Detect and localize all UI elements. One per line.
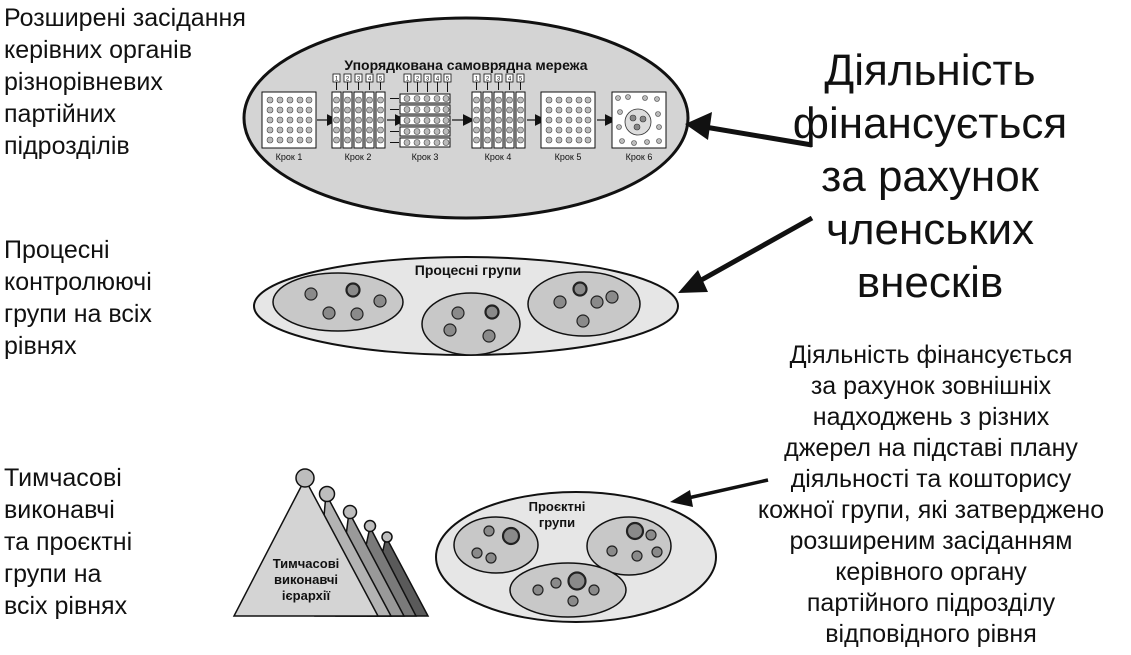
project-groups-label-line: Проєктні — [529, 499, 586, 514]
temporary-hierarchy-label-line: ієрархії — [282, 588, 331, 603]
network-title: Упорядкована самоврядна мережа — [344, 57, 587, 73]
project-group-1 — [454, 517, 538, 573]
step-3-label: Крок 3 — [412, 152, 439, 162]
arrows — [670, 112, 812, 507]
step-4-label: Крок 4 — [485, 152, 512, 162]
process-groups-label: Процесні групи — [415, 262, 521, 278]
step-1-grid — [262, 92, 316, 148]
step-6-label: Крок 6 — [626, 152, 653, 162]
arrow-to-process-groups — [696, 218, 812, 283]
project-group-3 — [510, 563, 626, 617]
step-6-grid — [612, 92, 666, 148]
step-5-grid — [541, 92, 595, 148]
step-1-label: Крок 1 — [276, 152, 303, 162]
step-2-label: Крок 2 — [345, 152, 372, 162]
temporary-hierarchy-label-line: Тимчасові — [273, 556, 340, 571]
arrow-to-top-oval — [705, 127, 812, 145]
project-groups-oval-group: Проєктні групи — [436, 492, 716, 622]
process-groups-oval-group: Процесні групи — [254, 257, 678, 355]
arrow-to-project-groups — [688, 480, 768, 498]
temporary-hierarchy-label-line: виконавчі — [274, 572, 338, 587]
process-group-2 — [422, 293, 520, 355]
project-groups-label-line: групи — [539, 515, 575, 530]
step-5-label: Крок 5 — [555, 152, 582, 162]
top-oval-group: Упорядкована самоврядна мережа — [244, 18, 688, 218]
